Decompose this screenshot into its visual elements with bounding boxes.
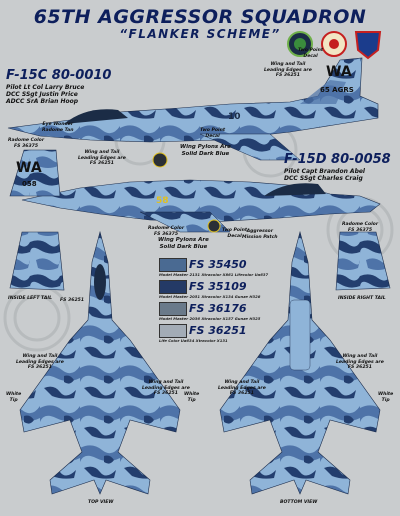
swatch-label-1: FS 35450	[189, 258, 247, 271]
note-radome-3: Radome Color FS 36375	[148, 226, 185, 237]
note-white-tip-1: White Tip	[6, 392, 22, 403]
swatch-row-2: FS 35109	[159, 280, 299, 294]
note-eyes-locked-1: Eye Wonder Radome Tan	[42, 122, 74, 133]
swatch-row-3: FS 36176	[159, 302, 299, 316]
swatch-mix-1: Model Master 2131 Xtracolor X861 Lifecol…	[159, 272, 269, 277]
note-white-tip-3: White Tip	[378, 392, 394, 403]
note-two-point-decal-3: Two Point Decal	[222, 228, 248, 239]
swatch-label-4: FS 36251	[189, 324, 247, 337]
label-bottom-view: BOTTOM VIEW	[280, 500, 318, 505]
note-two-point-decal-1: Two Point Decal	[298, 48, 324, 59]
note-wing-tail-edges-3: Wing and Tail Leading Edges are FS 36251	[16, 354, 64, 370]
aircraft1-tail-text: 65 AGRS	[320, 86, 354, 94]
aircraft2-tail-number: 058	[22, 180, 37, 188]
label-inside-right-tail: INSIDE RIGHT TAIL	[338, 296, 386, 301]
aircraft1-title: F-15C 80-0010	[6, 68, 112, 83]
note-radome-2: Radome Color FS 36375	[342, 222, 379, 233]
note-wing-pylons-2: Wing Pylons Are Solid Dark Blue	[158, 237, 209, 250]
aircraft1-nose-number: 10	[228, 112, 241, 122]
swatch-color-1	[159, 258, 187, 272]
bottom-view	[219, 230, 381, 495]
note-white-tip-2: White Tip	[184, 392, 200, 403]
swatch-row-1: FS 35450	[159, 258, 299, 272]
swatch-color-4	[159, 324, 187, 338]
aircraft2-tail-code: WA	[16, 160, 42, 176]
note-wing-tail-edges-1: Wing and Tail Leading Edges are FS 36251	[264, 62, 312, 78]
nose-patch-icon	[152, 152, 168, 168]
aircraft2-title: F-15D 80-0058	[284, 152, 391, 167]
note-two-point-decal-2: Two Point Decal	[200, 128, 226, 139]
aggressor-patch-icon	[321, 31, 347, 57]
note-wing-tail-edges-5: Wing and Tail Leading Edges are FS 36251	[218, 380, 266, 396]
aircraft2-nose-number: 58	[156, 196, 169, 206]
f15d-side-view	[9, 149, 381, 233]
swatch-mix-4: Life Color Ua634 Xtracolor X131	[159, 338, 228, 343]
swatch-label-3: FS 36176	[189, 302, 247, 315]
aircraft1-crew: Pilot Lt Col Larry Bruce DCC SSgt Justin…	[6, 84, 85, 105]
inside-right-tail	[335, 231, 391, 291]
swatch-color-3	[159, 302, 187, 316]
swatch-row-4: FS 36251	[159, 324, 299, 338]
squadron-patch-icon	[287, 31, 313, 57]
aircraft1-tail-code: WA	[326, 64, 352, 80]
label-top-view: TOP VIEW	[88, 500, 114, 505]
swatch-label-2: FS 35109	[189, 280, 247, 293]
note-wing-pylons-1: Wing Pylons Are Solid Dark Blue	[180, 144, 231, 157]
swatch-mix-2: Model Master 2051 Xtracolor X134 Gunze H…	[159, 294, 261, 299]
swatch-mix-3: Model Master 2036 Xtracolor X157 Gunze H…	[159, 316, 261, 321]
note-wing-tail-edges-4: Wing and Tail Leading Edges are FS 36251	[142, 380, 190, 396]
note-wing-tail-edges-6: Wing and Tail Leading Edges are FS 36251	[336, 354, 384, 370]
vertical-stabilizer-patch-icon	[207, 219, 221, 233]
note-emblem: Aggressor Mission Patch	[242, 229, 278, 240]
note-fs-36251: FS 36251	[60, 298, 85, 303]
note-radome-1: Radome Color FS 36375	[8, 138, 45, 149]
f15c-side-view	[7, 57, 379, 161]
top-view	[19, 230, 181, 495]
inside-left-tail	[9, 231, 65, 291]
air-combat-command-icon	[354, 31, 382, 60]
aircraft2-crew: Pilot Capt Brandon Abel DCC SSgt Charles…	[284, 168, 365, 182]
note-wing-tail-edges-2: Wing and Tail Leading Edges are FS 36251	[78, 150, 126, 166]
page-title: 65TH AGGRESSOR SQUADRON	[33, 6, 367, 28]
page-subtitle: “FLANKER SCHEME”	[119, 27, 281, 41]
label-inside-left-tail: INSIDE LEFT TAIL	[8, 296, 53, 301]
swatch-color-2	[159, 280, 187, 294]
